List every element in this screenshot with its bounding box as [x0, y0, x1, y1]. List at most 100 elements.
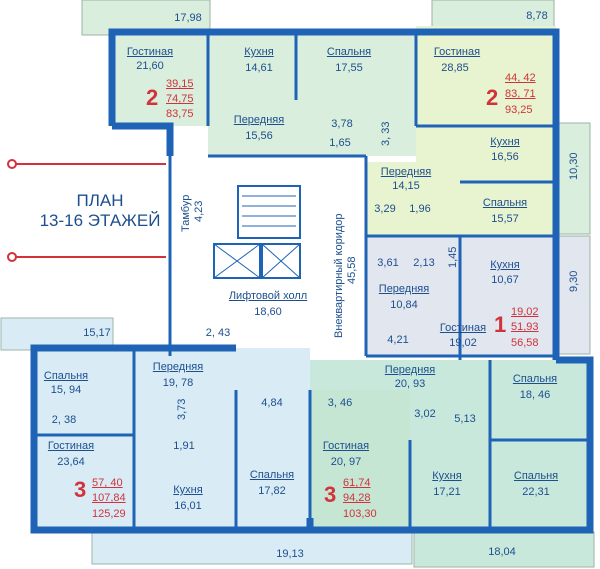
room-name: Кухня	[173, 484, 203, 496]
room-area: 19, 78	[162, 377, 194, 389]
room-name: Спальня	[482, 197, 528, 209]
apartment-area: 93,25	[505, 104, 533, 116]
room-area: 14,61	[245, 62, 273, 74]
corridor-area: 45,58	[346, 256, 358, 284]
room-name: Кухня	[490, 259, 520, 271]
balcony-label: 17,98	[174, 12, 202, 24]
room-area: 3,29	[374, 203, 396, 215]
balcony-label: 19,13	[276, 548, 304, 560]
room-area: 3,61	[377, 257, 399, 269]
apt-bottom-left-area	[34, 348, 310, 532]
tambur-area: 4,23	[193, 200, 205, 222]
room-area: 15, 94	[50, 384, 82, 396]
balcony-label: 8,78	[526, 10, 548, 22]
room-name: Гостиная	[433, 46, 481, 58]
room-name: Кухня	[432, 470, 462, 482]
balcony-bottom-center	[91, 531, 413, 565]
room-name: Передняя	[233, 114, 285, 126]
room-name: Спальня	[326, 46, 372, 58]
room-area: 28,85	[441, 62, 469, 74]
room-area: 20, 93	[394, 378, 426, 390]
room-name: Передняя	[152, 361, 204, 373]
apt-top-left-area-2	[208, 32, 416, 156]
bottom-right-inner	[310, 390, 410, 532]
apartment-number: 2	[486, 85, 499, 110]
apartment-area: 103,30	[343, 508, 377, 520]
room-area: 19,02	[449, 337, 477, 349]
room-area: 2,13	[413, 257, 435, 269]
room-area: 3,02	[414, 408, 436, 420]
apartment-area: 107,84	[92, 492, 126, 504]
room-area: 14,15	[392, 180, 420, 192]
balcony-label: 18,04	[488, 546, 516, 558]
wall-top-left	[108, 28, 420, 126]
room-area: 17,21	[433, 486, 461, 498]
balcony-bottom-right	[413, 531, 595, 568]
apt-top-left-area	[112, 32, 208, 126]
room-area: 17,55	[335, 62, 363, 74]
plan-title-line-2: 13-16 ЭТАЖЕЙ	[39, 211, 161, 230]
balcony-top-right	[431, 0, 555, 29]
apartment-area: 83,75	[166, 108, 194, 120]
apartment-area: 44, 42	[505, 72, 536, 84]
room-area: 15,57	[491, 213, 519, 225]
title-markers	[7, 159, 166, 262]
balcony-label: 10,30	[568, 152, 580, 180]
room-name: Кухня	[490, 136, 520, 148]
apartment-number: 2	[146, 85, 159, 110]
room-area: 10,67	[491, 274, 519, 286]
room-name: Спальня	[513, 470, 559, 482]
balcony-right-2	[555, 235, 591, 355]
apt-top-right-area-2	[366, 162, 556, 236]
plan-title-line-1: ПЛАН	[76, 191, 124, 210]
apartment-area: 83, 71	[505, 88, 536, 100]
wall-top-right	[420, 28, 560, 360]
apartment-number: 3	[74, 477, 87, 502]
apartment-area: 61,74	[343, 477, 371, 489]
lift-hall-area: 18,60	[254, 306, 282, 318]
balcony-label: 9,30	[568, 270, 580, 292]
room-area: 23,64	[57, 456, 85, 468]
apartment-area: 51,93	[511, 321, 539, 333]
apartment-area: 19,02	[511, 306, 539, 318]
room-area: 1,45	[447, 246, 459, 268]
room-area: 3,73	[176, 398, 188, 420]
room-name: Гостиная	[322, 440, 370, 452]
room-name: Передняя	[384, 364, 436, 376]
apartment-area: 56,58	[511, 337, 539, 349]
room-area: 20, 97	[330, 456, 362, 468]
apartment-area: 74,75	[166, 93, 194, 105]
room-area: 1,96	[409, 203, 431, 215]
wall-left-top	[112, 122, 174, 156]
room-area: 4,21	[387, 334, 409, 346]
room-name: Кухня	[244, 46, 274, 58]
bath-area: 3,78	[331, 118, 353, 130]
apartment-area: 39,15	[166, 78, 194, 90]
balcony-label: 15,17	[83, 327, 111, 339]
room-area: 4,84	[261, 397, 283, 409]
apartment-area: 57, 40	[92, 477, 123, 489]
apartment-number: 1	[494, 312, 507, 337]
room-area: 2, 38	[51, 414, 77, 426]
room-name: Гостиная	[126, 46, 174, 58]
room-area: 1,91	[173, 440, 195, 452]
room-name: Спальня	[249, 469, 295, 481]
apt-top-right-area	[416, 26, 556, 166]
room-name: Спальня	[512, 373, 558, 385]
room-name: Гостиная	[47, 440, 95, 452]
lift-hall-label: Лифтовой холл	[228, 290, 308, 302]
room-area: 3, 46	[327, 397, 353, 409]
room-area: 16,56	[491, 151, 519, 163]
room-area: 15,56	[245, 130, 273, 142]
apartment-number: 3	[324, 482, 337, 507]
wall-right-bottom	[412, 356, 594, 534]
room-area: 10,84	[390, 299, 418, 311]
room-area: 3, 33	[380, 121, 392, 146]
apartment-area: 94,28	[343, 492, 371, 504]
room-area: 18, 46	[519, 389, 551, 401]
stair	[237, 185, 301, 239]
room-area: 21,60	[136, 60, 164, 72]
room-area: 5,13	[454, 413, 476, 425]
room-name: Гостиная	[439, 322, 487, 334]
